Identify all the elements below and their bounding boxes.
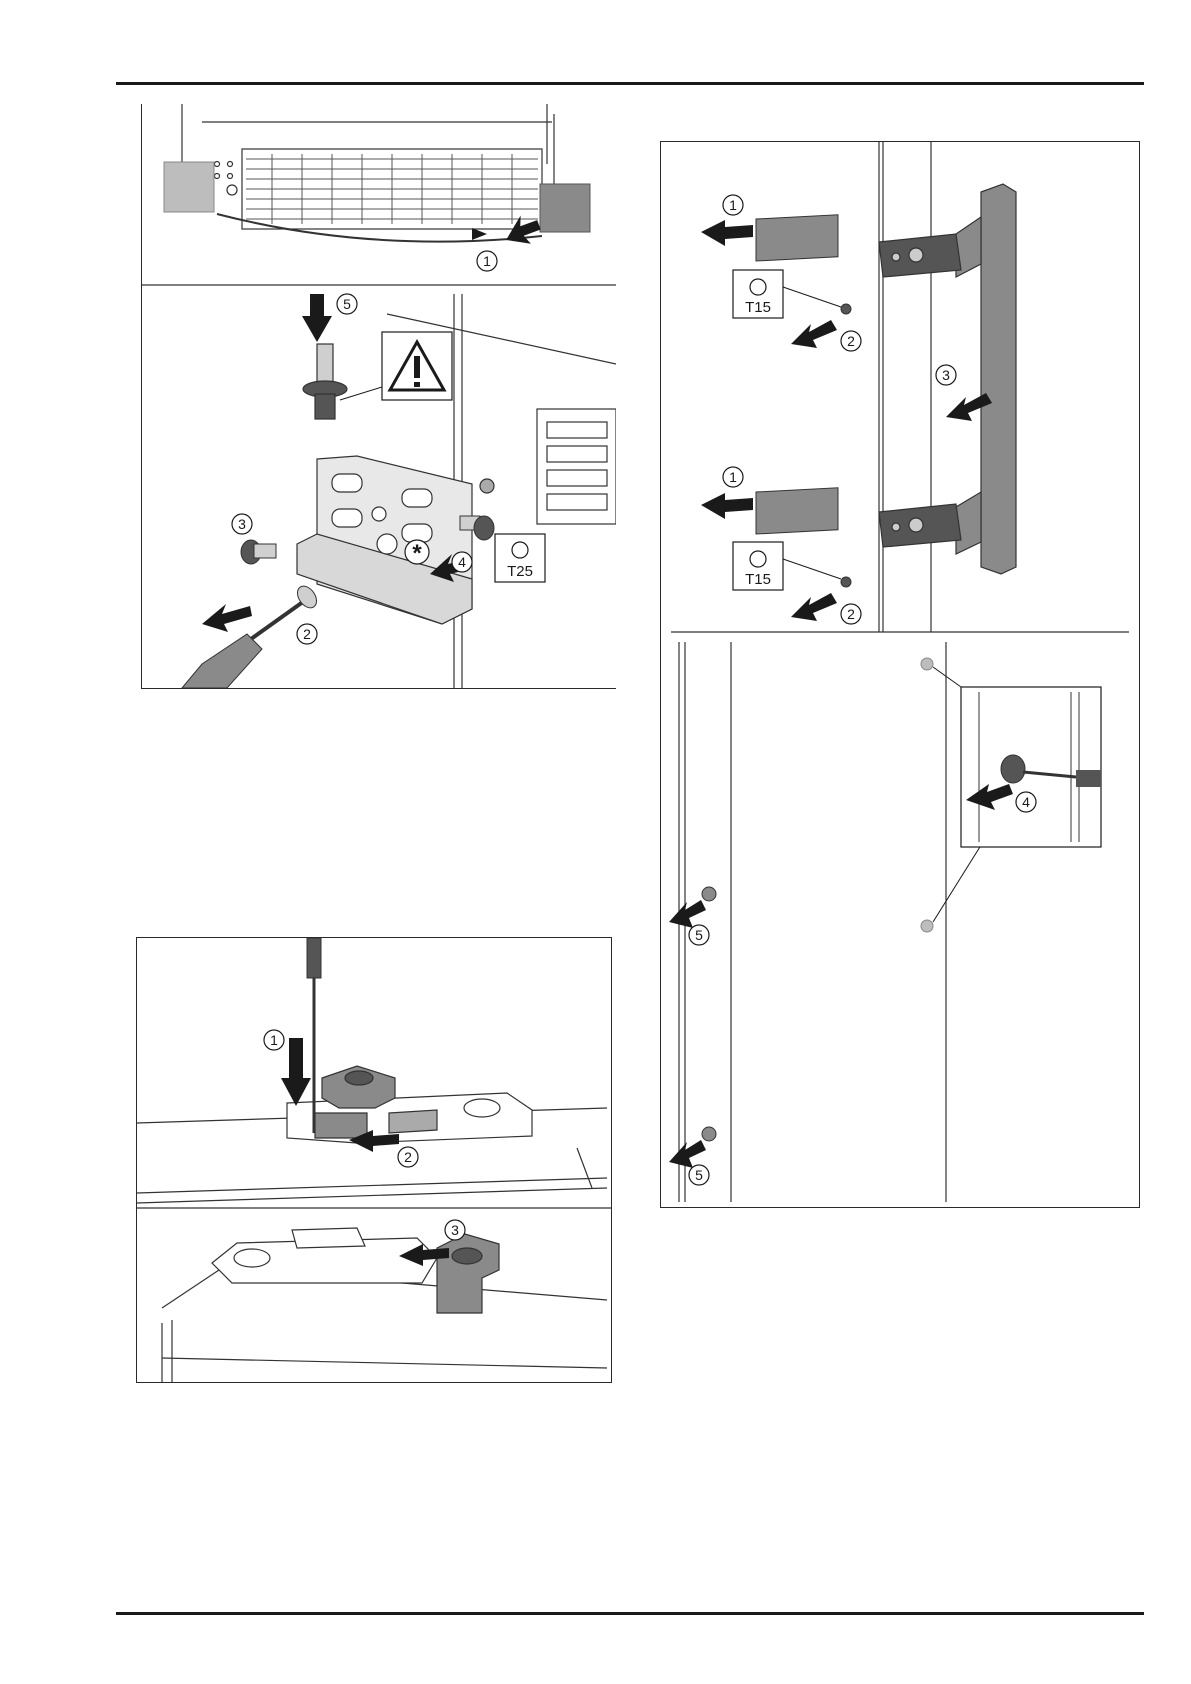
svg-text:1: 1 xyxy=(270,1032,278,1048)
hinge-bracket-bottom xyxy=(212,1228,499,1313)
arrow-remove-screw-bottom xyxy=(791,593,837,621)
svg-text:1: 1 xyxy=(483,253,491,269)
svg-text:3: 3 xyxy=(942,367,950,383)
warning-box xyxy=(340,332,452,400)
svg-text:T15: T15 xyxy=(745,571,771,588)
screw-top xyxy=(841,304,851,314)
cover-cap-bottom xyxy=(756,488,838,534)
arrow-pin-down xyxy=(302,294,332,342)
svg-text:5: 5 xyxy=(695,1167,703,1183)
svg-text:5: 5 xyxy=(343,296,351,312)
plug-hole-upper xyxy=(921,658,933,670)
screw-bottom xyxy=(841,577,851,587)
arrow-insert-plug-upper xyxy=(669,900,706,928)
callout-2: 2 xyxy=(297,624,317,644)
callout-5-bottom: 5 xyxy=(689,1165,709,1185)
arrow-screwdriver xyxy=(202,604,252,632)
callout-1-top: 1 xyxy=(723,195,743,215)
callout-2-bottom: 2 xyxy=(841,604,861,624)
figure-hinge-cap-drawing: 1 2 3 xyxy=(137,938,611,1382)
callout-1: 1 xyxy=(477,251,497,271)
torx-t25-box: T25 xyxy=(495,534,545,582)
callout-1-bottom: 1 xyxy=(723,467,743,487)
hinge-bracket-top xyxy=(287,1066,532,1143)
door-edge-bottom xyxy=(679,642,946,1202)
callout-3: 3 xyxy=(936,365,956,385)
callout-2-top: 2 xyxy=(841,331,861,351)
svg-text:1: 1 xyxy=(729,469,737,485)
handle-bar xyxy=(956,184,1016,574)
svg-text:4: 4 xyxy=(458,554,466,570)
plinth-grille-illustration xyxy=(182,104,554,242)
arrow-insert-plug-lower xyxy=(669,1140,706,1168)
svg-text:T15: T15 xyxy=(745,299,771,316)
svg-text:2: 2 xyxy=(847,333,855,349)
plinth-cover-right xyxy=(540,184,590,232)
hinge-pin xyxy=(303,344,347,419)
callout-5-top: 5 xyxy=(689,925,709,945)
callout-2: 2 xyxy=(398,1147,418,1167)
figure-door-handle: 1 1 T15 T15 2 2 xyxy=(660,141,1140,1208)
header-rule xyxy=(116,82,1144,85)
svg-text:2: 2 xyxy=(303,626,311,642)
plinth-cover-left xyxy=(164,162,214,212)
callout-4: 4 xyxy=(452,552,472,572)
screw-3 xyxy=(241,540,276,564)
svg-text:2: 2 xyxy=(404,1149,412,1165)
door-edge-top xyxy=(879,142,931,632)
svg-text:4: 4 xyxy=(1022,794,1030,810)
callout-3: 3 xyxy=(232,514,252,534)
arrow-remove-cap-bottom xyxy=(701,493,753,519)
plug-insert-upper xyxy=(702,887,716,901)
callout-5: 5 xyxy=(337,294,357,314)
svg-text:3: 3 xyxy=(238,516,246,532)
handle-bracket-top xyxy=(879,234,961,277)
handle-bracket-bottom xyxy=(879,504,961,547)
figure-hinge-plinth-drawing: 1 5 xyxy=(142,104,616,688)
callout-4: 4 xyxy=(1016,792,1036,812)
torx-t15-box-top: T15 xyxy=(733,270,841,318)
svg-text:1: 1 xyxy=(729,197,737,213)
arrow-slide-cover-head xyxy=(472,228,487,240)
arrow-push-down xyxy=(281,1038,311,1106)
cabinet-top-outline-bottom xyxy=(162,1268,607,1382)
arrow-remove-screw-top xyxy=(791,320,837,348)
plug-hole-lower xyxy=(921,920,933,932)
detail-inset-plug-removal xyxy=(961,687,1101,847)
svg-text:*: * xyxy=(412,540,422,567)
cover-cap-top xyxy=(756,215,838,261)
svg-text:5: 5 xyxy=(695,927,703,943)
callout-1: 1 xyxy=(264,1030,284,1050)
figure-hinge-cap: 1 2 3 xyxy=(136,937,612,1383)
svg-text:T25: T25 xyxy=(507,563,533,580)
svg-text:2: 2 xyxy=(847,606,855,622)
arrow-remove-cap-top xyxy=(701,220,753,246)
torx-t15-box-bottom: T15 xyxy=(733,542,841,590)
callout-3: 3 xyxy=(445,1220,465,1240)
svg-text:3: 3 xyxy=(451,1222,459,1238)
footer-rule xyxy=(116,1612,1144,1615)
figure-door-handle-drawing: 1 1 T15 T15 2 2 xyxy=(661,142,1139,1207)
hinge-illustration xyxy=(297,294,616,688)
plug-insert-lower xyxy=(702,1127,716,1141)
figure-hinge-plinth: 1 5 xyxy=(141,104,616,689)
